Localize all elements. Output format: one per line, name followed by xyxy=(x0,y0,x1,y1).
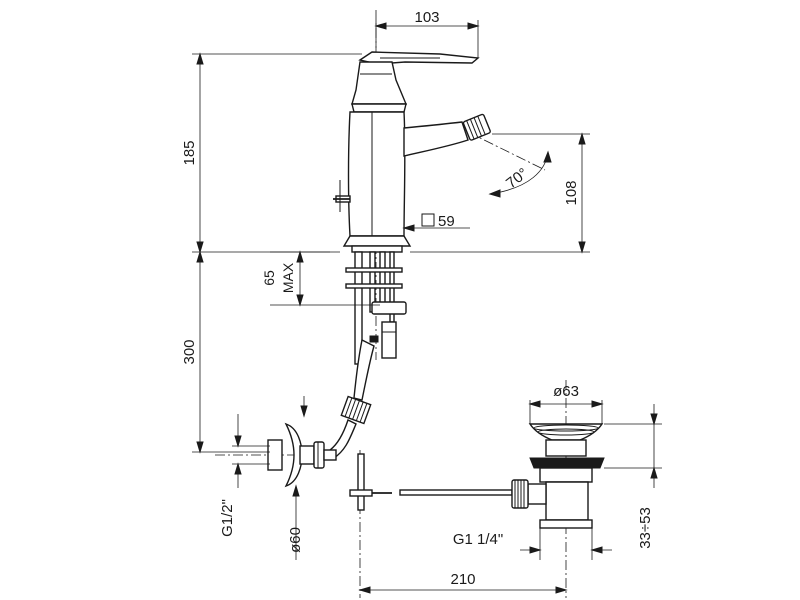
faucet-main-body xyxy=(347,111,406,237)
dim-thread-waste: G1 1/4" xyxy=(453,531,503,548)
wall-inlet xyxy=(267,422,337,488)
popup-linkage xyxy=(349,453,513,511)
dim-max-thickness: 65 xyxy=(261,270,277,286)
dim-waste-stroke: 33÷53 xyxy=(637,507,654,549)
dim-angle: 70° xyxy=(503,165,531,192)
dim-diameter-rosette: ø60 xyxy=(287,527,304,553)
dimension-labels: 103 185 300 108 70° 59 65 MAX ø63 33÷53 … xyxy=(181,9,654,588)
lever-hub xyxy=(351,61,408,105)
spout xyxy=(403,121,469,157)
nozzle xyxy=(462,113,491,141)
waste-assembly xyxy=(511,423,605,529)
dim-width-top: 103 xyxy=(414,9,439,26)
faucet-body xyxy=(333,51,491,253)
mounting-shanks xyxy=(345,251,407,365)
dim-height-total: 185 xyxy=(181,140,198,165)
rosette xyxy=(284,422,303,488)
dimension-lines xyxy=(192,20,662,594)
dim-diameter-waste: ø63 xyxy=(553,383,579,400)
dim-thread-inlet: G1/2" xyxy=(219,499,236,537)
dim-max-label: MAX xyxy=(280,262,296,293)
dim-square-base: 59 xyxy=(421,213,455,230)
waste-gasket xyxy=(529,457,605,469)
dim-hose-length: 300 xyxy=(181,339,198,364)
base-flange xyxy=(342,235,412,247)
dim-square-base-value: 59 xyxy=(438,213,455,230)
dim-width-bottom: 210 xyxy=(450,571,475,588)
flex-hose xyxy=(329,338,375,460)
dim-height-spout: 108 xyxy=(563,180,580,205)
